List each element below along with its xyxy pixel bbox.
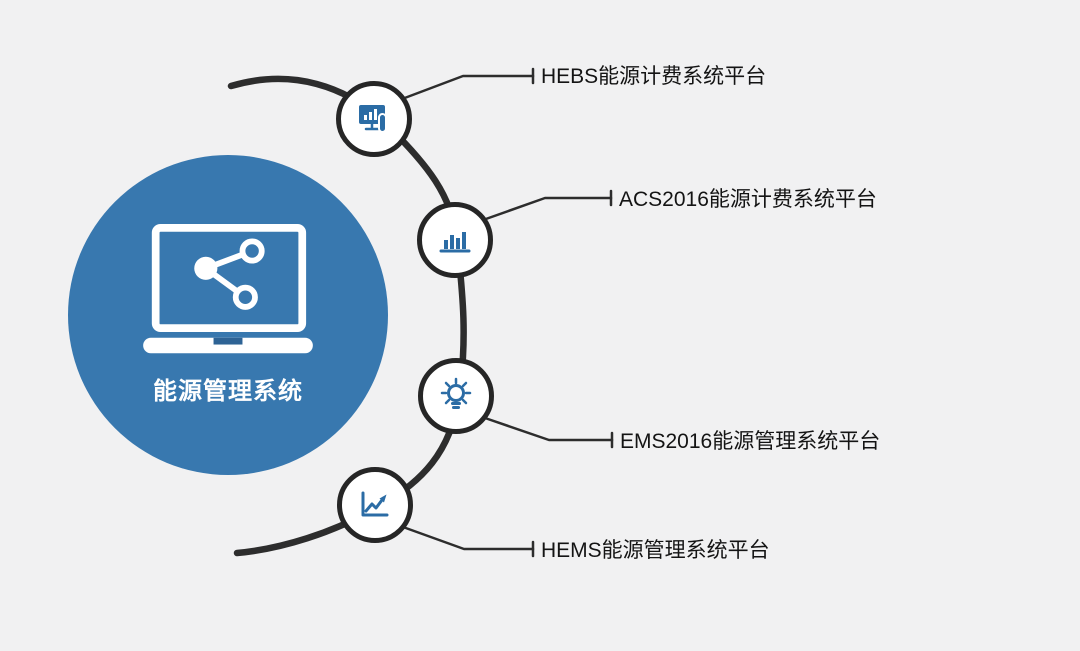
node-hebs xyxy=(336,81,412,157)
connector-node-1 xyxy=(400,74,535,101)
trend-chart-icon xyxy=(361,491,389,517)
node-hems xyxy=(337,467,413,543)
bar-chart-icon xyxy=(439,232,471,253)
branch-label-hems: HEMS能源管理系统平台 xyxy=(541,539,770,562)
branch-label-ems2016: EMS2016能源管理系统平台 xyxy=(620,430,881,453)
lightbulb-icon xyxy=(440,377,472,409)
central-hub-label: 能源管理系统 xyxy=(153,378,303,405)
branch-label-hebs: HEBS能源计费系统平台 xyxy=(541,65,767,88)
connector-node-2 xyxy=(481,196,613,222)
connector-node-3 xyxy=(483,416,614,442)
node-acs2016 xyxy=(417,202,493,278)
branch-label-acs2016: ACS2016能源计费系统平台 xyxy=(619,188,877,211)
laptop-share-icon xyxy=(143,224,313,354)
central-hub-circle: 能源管理系统 xyxy=(68,155,388,475)
node-ems2016 xyxy=(418,358,494,434)
connector-node-4 xyxy=(401,525,535,551)
touch-screen-chart-icon xyxy=(359,105,387,133)
